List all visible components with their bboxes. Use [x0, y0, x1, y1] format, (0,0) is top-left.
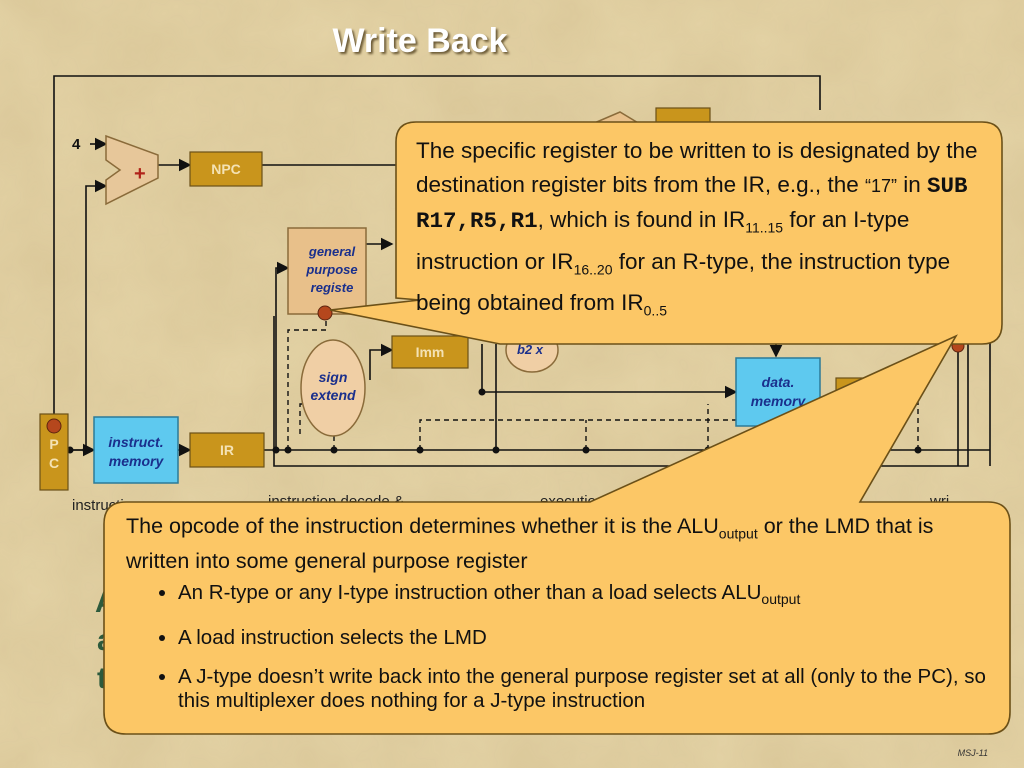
callout1-code-r5: R5	[470, 208, 498, 234]
callout2-intro-a: The opcode of the instruction determines…	[126, 514, 719, 538]
imm-label: Imm	[416, 344, 445, 360]
callout2-bullet-3: A J-type doesn’t write back into the gen…	[178, 665, 996, 713]
callout1-sub3: 0..5	[643, 302, 667, 319]
data-memory-label-2: memory	[751, 393, 807, 409]
callout-destination-register-text: The specific register to be written to i…	[416, 134, 994, 328]
callout1-line1: The specific register to be written to i…	[416, 138, 978, 197]
callout2-bullet-2: A load instruction selects the LMD	[178, 626, 996, 650]
gpr-label-3: registe	[311, 280, 354, 295]
callout2-intro-b: or the LMD that is written into some gen…	[126, 514, 934, 574]
pc-label-p: P	[49, 436, 58, 452]
constant-4: 4	[72, 136, 81, 153]
instruction-memory-label-1: instruct.	[108, 434, 163, 450]
gpr-clock-dot	[317, 305, 333, 321]
datapath-wires	[53, 75, 991, 467]
ir-register	[189, 432, 265, 468]
callout1-comma2: ,	[497, 208, 511, 234]
callout-opcode-selection	[103, 334, 1011, 735]
callout1-quote: “17”	[864, 176, 897, 196]
callout1-comma1: ,	[456, 208, 471, 234]
ir-label: IR	[220, 442, 234, 458]
callout1-code-r1: R1	[510, 208, 538, 234]
pc-clock-dot	[46, 418, 62, 434]
callout1-which: which is found in IR	[543, 207, 746, 232]
gpr-label-2: purpose	[305, 262, 357, 277]
sign-extend-label-2: extend	[310, 387, 356, 403]
npc-label: NPC	[211, 161, 241, 177]
imm-register	[391, 335, 469, 369]
sign-extend-label-1: sign	[319, 369, 348, 385]
instruction-memory	[93, 416, 179, 484]
callout1-in: in	[896, 172, 927, 197]
npc-register	[189, 151, 263, 187]
callout2-bullet-list: An R-type or any I-type instruction othe…	[126, 581, 996, 713]
callout2-intro-sub: output	[718, 525, 758, 542]
callout1-comma3: ,	[537, 207, 544, 232]
callout1-code-sub: SUB R17	[416, 173, 968, 234]
callout2-intro: The opcode of the instruction determines…	[126, 512, 996, 575]
callout-destination-register	[329, 121, 1003, 345]
callout1-sub2: 16..20	[573, 261, 613, 277]
background-text-t: t	[97, 662, 107, 695]
data-memory-label-1: data.	[762, 374, 795, 390]
gpr-label-1: general	[308, 244, 356, 259]
mux-b2x-label: b2 x	[517, 342, 544, 357]
callout2-bullet-1: An R-type or any I-type instruction othe…	[178, 581, 996, 611]
slide-title: Write Back	[332, 22, 508, 60]
adder-symbol: +	[134, 163, 146, 185]
callout1-itype: for an I-type instruction or IR	[416, 207, 910, 274]
pc-label-c: C	[49, 455, 59, 471]
instruction-memory-label-2: memory	[109, 453, 165, 469]
callout1-sub1: 11..15	[745, 219, 784, 236]
sign-extend-unit	[300, 339, 366, 437]
callout2-bullet-1-text: An R-type or any I-type instruction othe…	[178, 581, 762, 605]
general-purpose-registers	[287, 227, 367, 315]
callout1-rtype: for an R-type, the instruction type bein…	[416, 248, 951, 316]
adder	[105, 134, 159, 206]
callout2-bullet-1-sub: output	[761, 591, 801, 608]
slide-footer: MSJ-11	[957, 748, 988, 758]
callout-opcode-selection-text: The opcode of the instruction determines…	[126, 512, 996, 728]
